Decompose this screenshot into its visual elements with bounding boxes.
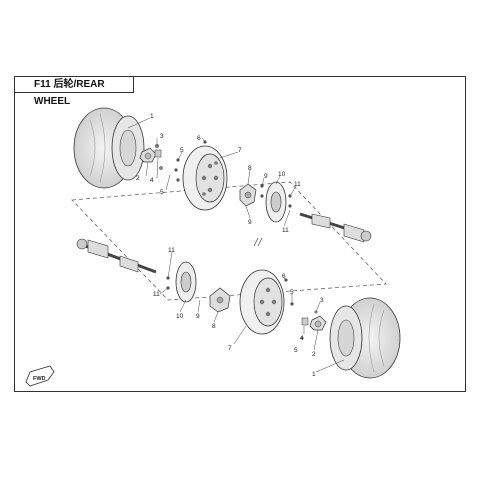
brake-disc-lower <box>166 261 197 303</box>
callout-tire-upper: 1 <box>150 113 154 120</box>
drive-shaft-lower <box>76 238 157 274</box>
callout-stud-lower-a: 11 <box>168 247 175 254</box>
callout-washer-lower: 6 <box>282 273 286 280</box>
callout-hub-upper: 8 <box>248 165 252 172</box>
callout-screw-upper-a: 9 <box>248 219 252 226</box>
brake-disc-upper <box>265 181 292 223</box>
callout-brake-disc-upper: 10 <box>278 171 286 178</box>
callout-nut-upper: 4 <box>150 177 154 184</box>
callout-bolt-lower-a: 5 <box>290 289 294 296</box>
callout-cap-upper: 2 <box>136 175 140 182</box>
callout-bolt-upper-a: 5 <box>160 189 164 196</box>
forward-arrow-icon: FWD <box>25 365 55 387</box>
callout-rim-upper: 7 <box>238 147 242 154</box>
callout-screw-upper-b: 9 <box>264 173 268 180</box>
drive-shaft-upper <box>299 212 372 243</box>
callout-pin-lower: 3 <box>320 297 324 304</box>
break-mark <box>253 237 259 247</box>
tire-upper <box>73 107 145 189</box>
callout-bolt-upper-b: 5 <box>180 147 184 154</box>
callout-stud-lower-b: 11 <box>153 291 160 298</box>
callout-screw-lower-a: 9 <box>196 313 200 320</box>
callout-cap-lower: 2 <box>312 351 316 358</box>
callout-brake-disc-lower: 10 <box>176 313 184 320</box>
callout-stud-upper-b: 11 <box>282 227 289 234</box>
callout-bolt-lower-b: 5 <box>294 347 298 354</box>
rim-lower <box>239 269 294 335</box>
forward-label: FWD <box>33 376 46 382</box>
callout-tire-lower: 1 <box>312 371 316 378</box>
diagram-title: F11 后轮/REAR WHEEL <box>14 76 134 107</box>
hub-upper <box>239 183 264 207</box>
callout-rim-lower: 7 <box>228 345 232 352</box>
callout-nut-lower: 4 <box>300 335 304 342</box>
alignment-guide <box>71 181 387 301</box>
callout-stud-upper-a: 11 <box>294 181 301 188</box>
callout-washer-upper: 6 <box>197 135 201 142</box>
callout-pin-upper: 3 <box>160 133 164 140</box>
hub-lower <box>209 287 231 313</box>
hub-cap-upper <box>139 143 163 170</box>
callout-hub-lower: 8 <box>212 323 216 330</box>
diagram-frame <box>14 76 466 392</box>
hub-cap-lower <box>300 310 327 340</box>
rim-upper <box>182 145 228 211</box>
tire-lower <box>329 297 401 379</box>
leader-lines <box>127 117 345 373</box>
break-mark <box>257 237 263 247</box>
